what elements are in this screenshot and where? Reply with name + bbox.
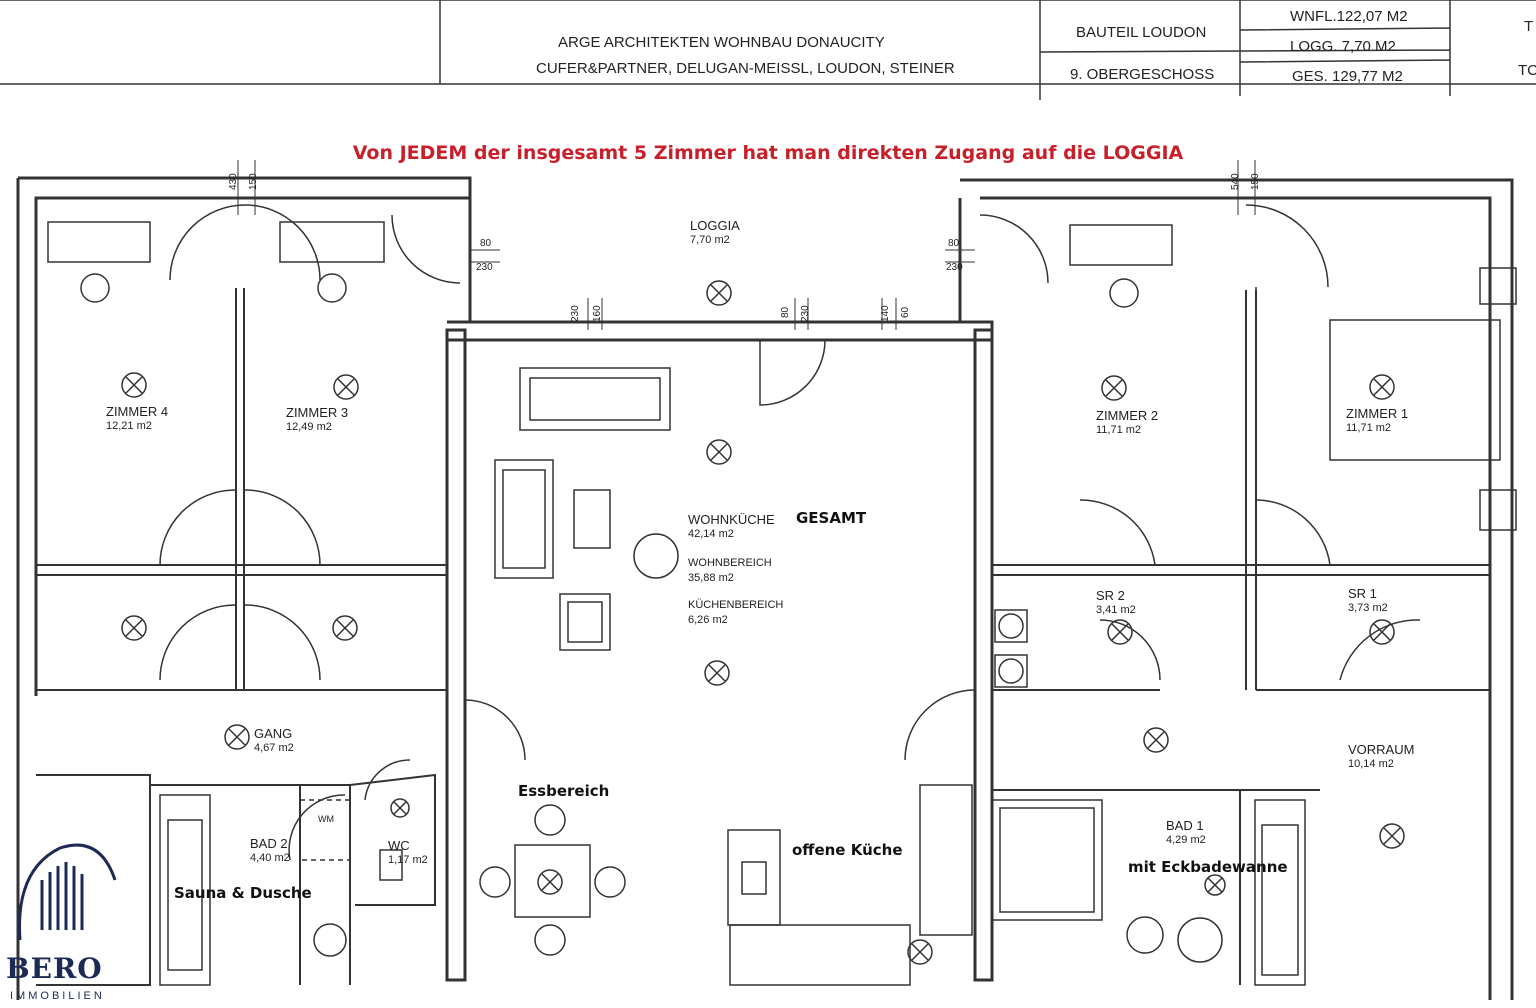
dimension-140: 140 — [880, 305, 891, 322]
ges-label: GES. 129,77 M2 — [1292, 68, 1403, 85]
dimension-540: 540 — [1230, 173, 1241, 190]
annotation-essbereich: Essbereich — [518, 782, 610, 800]
furniture — [47, 221, 1517, 986]
room-area: 35,88 m2 — [688, 572, 734, 584]
room-area: 4,67 m2 — [254, 742, 294, 754]
room-name: ZIMMER 3 — [286, 405, 349, 420]
annotation-offene-kueche: offene Küche — [792, 841, 903, 859]
room-name: LOGGIA — [690, 218, 740, 233]
room-area: 11,71 m2 — [1096, 424, 1142, 436]
room-area: 4,40 m2 — [250, 852, 290, 864]
wnfl-label: WNFL.122,07 M2 — [1290, 8, 1408, 25]
room-area: 42,14 m2 — [688, 528, 734, 540]
room-area: 12,21 m2 — [106, 420, 152, 432]
dimension-430: 430 — [228, 173, 239, 190]
room-name: ZIMMER 2 — [1096, 408, 1159, 423]
room-area: 10,14 m2 — [1348, 758, 1394, 770]
headline: Von JEDEM der insgesamt 5 Zimmer hat man… — [352, 142, 1184, 164]
room-name: GANG — [254, 726, 293, 741]
room-name: ZIMMER 1 — [1346, 406, 1409, 421]
room-name: SR 2 — [1096, 588, 1125, 603]
dimension-60: 60 — [900, 306, 911, 318]
dimension-230-center-right: 230 — [800, 305, 811, 322]
room-area: 3,41 m2 — [1096, 604, 1136, 616]
wohnkueche-gesamt-note: GESAMT — [796, 509, 867, 527]
room-name: BAD 1 — [1166, 818, 1204, 833]
logg-label: LOGG. 7,70 M2 — [1290, 38, 1396, 55]
room-name: WOHNBEREICH — [688, 557, 772, 569]
interior-walls — [36, 288, 1490, 986]
dimension-230-left: 230 — [476, 262, 493, 273]
room-name: VORRAUM — [1348, 742, 1415, 757]
dimension-lines — [237, 160, 1256, 330]
room-name: KÜCHENBEREICH — [688, 599, 784, 611]
annotation-eckbadewanne: mit Eckbadewanne — [1128, 858, 1288, 876]
room-name: ZIMMER 4 — [106, 404, 169, 419]
room-area: 7,70 m2 — [690, 234, 730, 246]
logo-name: BERO — [6, 952, 103, 985]
room-area: 12,49 m2 — [286, 421, 332, 433]
dimension-160: 160 — [592, 305, 603, 322]
room-area: 1,17 m2 — [388, 854, 428, 866]
dimension-150-left: 150 — [248, 173, 259, 190]
dimension-150-right: 150 — [1250, 173, 1261, 190]
annotation-sauna: Sauna & Dusche — [174, 884, 312, 902]
edge-label-t: T — [1524, 18, 1534, 35]
architects-line-1: ARGE ARCHITEKTEN WOHNBAU DONAUCITY — [558, 34, 885, 51]
title-block-frame — [0, 0, 1536, 100]
room-name: BAD 2 — [250, 836, 288, 851]
floor-label: 9. OBERGESCHOSS — [1070, 66, 1215, 83]
edge-label-tc: TC — [1518, 62, 1536, 79]
room-area: 3,73 m2 — [1348, 602, 1388, 614]
dimension-80-right: 80 — [948, 238, 960, 249]
washing-machine-label: WM — [318, 814, 334, 824]
bauteil-label: BAUTEIL LOUDON — [1076, 24, 1207, 41]
logo-subtitle: IMMOBILIEN — [10, 990, 105, 1002]
dimension-230-center-left: 230 — [570, 305, 581, 322]
dimension-80-left: 80 — [480, 238, 492, 249]
room-wohnbereich: WOHNBEREICH 35,88 m2 — [688, 556, 772, 586]
room-name: SR 1 — [1348, 586, 1377, 601]
ceiling-lights — [80, 273, 1405, 965]
dimension-230-right: 230 — [946, 262, 963, 273]
room-kuechenbereich: KÜCHENBEREICH 6,26 m2 — [688, 598, 783, 628]
bero-logo-mark — [18, 843, 117, 941]
room-area: 11,71 m2 — [1346, 422, 1392, 434]
exterior-walls — [16, 176, 1514, 1000]
room-area: 6,26 m2 — [688, 614, 728, 626]
room-area: 4,29 m2 — [1166, 834, 1206, 846]
architects-line-2: CUFER&PARTNER, DELUGAN-MEISSL, LOUDON, S… — [536, 60, 955, 77]
room-name: WC — [388, 838, 410, 853]
dimension-80-center: 80 — [780, 306, 791, 318]
doors — [159, 204, 1421, 861]
room-name: WOHNKÜCHE — [688, 512, 775, 527]
